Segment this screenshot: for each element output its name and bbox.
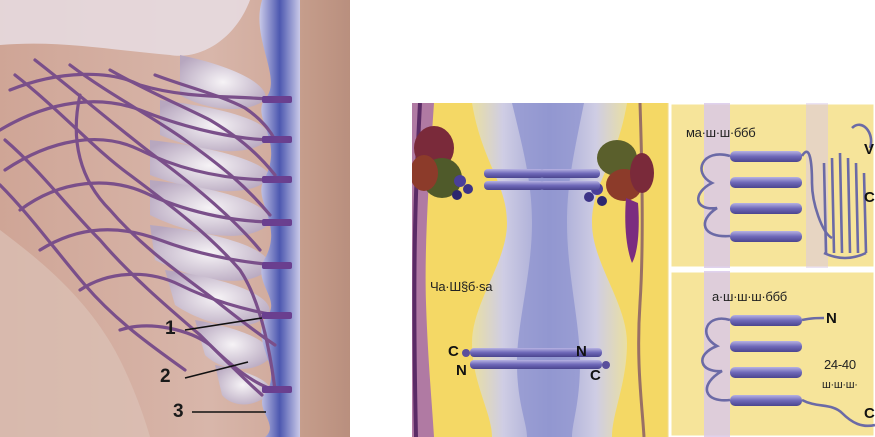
callout-label-2: 2 bbox=[160, 366, 171, 388]
terminal-n-right: N bbox=[576, 343, 587, 360]
terminal-c-left: C bbox=[448, 343, 459, 360]
bottom-right-terminal-n: N bbox=[826, 310, 837, 327]
bottom-right-sublabel: ш·ш·ш· bbox=[822, 379, 858, 391]
top-right-side-first: V bbox=[864, 141, 874, 158]
left-region bbox=[412, 103, 667, 437]
right-illustration-panel: Ча·Ш§б·ѕа C N N C ма·ш·ш·ббб V C а·ш·ш·ш… bbox=[412, 103, 875, 437]
left-region-label: Ча·Ш§б·ѕа bbox=[430, 279, 492, 294]
left-illustration-panel: 1 2 3 bbox=[0, 0, 350, 437]
molecular-detail-illustration bbox=[412, 103, 875, 437]
terminal-c-right: C bbox=[590, 367, 601, 384]
callout-label-3: 3 bbox=[173, 401, 184, 423]
top-right-side-second: C bbox=[864, 189, 875, 206]
adjacent-cell bbox=[292, 0, 350, 437]
terminal-n-left: N bbox=[456, 362, 467, 379]
bottom-right-c: C bbox=[864, 405, 875, 422]
top-right-inset-label: ма·ш·ш·ббб bbox=[686, 125, 755, 140]
bottom-right-number: 24-40 bbox=[824, 357, 856, 372]
desmosome-network-illustration bbox=[0, 0, 350, 437]
callout-label-1: 1 bbox=[165, 318, 176, 340]
bottom-right-inset-label: а·ш·ш·ш·ббб bbox=[712, 289, 787, 304]
